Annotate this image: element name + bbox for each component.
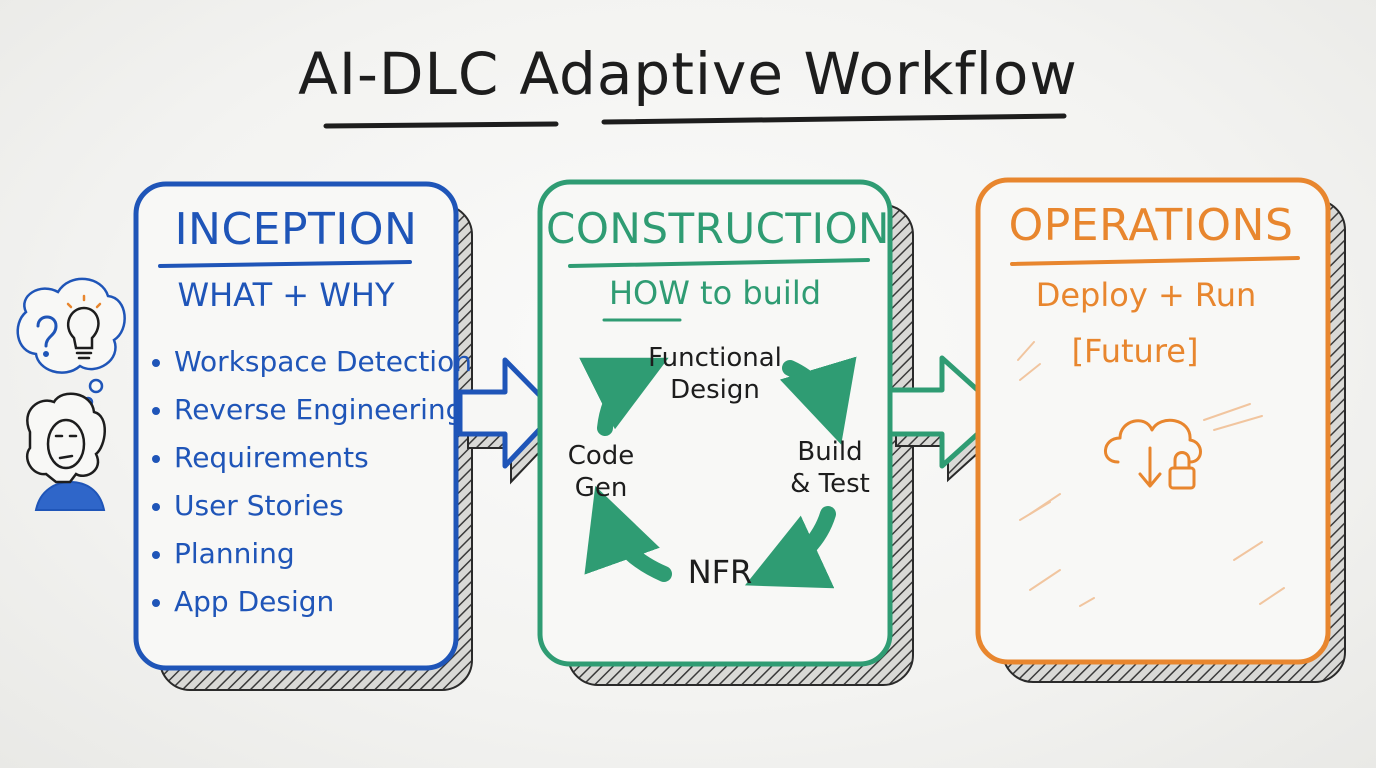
bullet-icon [152,359,160,367]
cycle-step-line: & Test [790,469,870,499]
bullet-icon [152,455,160,463]
bullet-icon [152,599,160,607]
construction-subtitle-emph: HOW [608,274,690,312]
list-item: Workspace Detection [152,338,472,386]
cycle-step-line: Functional [648,343,782,373]
cycle-arrow-bottom-to-left [584,485,672,582]
arrow-inception-to-construction [457,357,559,469]
cycle-step-line: Design [670,375,760,405]
cycle-arrow-right-to-bottom [744,506,836,589]
list-item: Planning [152,530,472,578]
inception-heading: INCEPTION [174,204,418,255]
cycle-step-functional-design: Functional Design [640,342,790,406]
cycle-step-line: Gen [574,473,628,503]
cycle-arrow-top-to-right [779,356,857,445]
list-item-label: Reverse Engineering [174,393,464,426]
question-mark-icon [36,315,58,357]
inception-subtitle: WHAT + WHY [177,276,395,314]
operations-subtitle: Deploy + Run [1035,276,1257,314]
operations-faint-strokes [1017,341,1285,607]
operations-note: [Future] [1071,332,1199,370]
cycle-arrow-left-to-top [579,357,669,436]
list-item: Reverse Engineering [152,386,472,434]
operations-underline [1010,256,1300,266]
cycle-step-build-test: Build & Test [780,436,880,500]
bullet-icon [152,551,160,559]
construction-heading: CONSTRUCTION [546,204,890,253]
title-part-1: AI-DLC [298,40,500,108]
cycle-step-line: Code [567,441,635,471]
list-item-label: App Design [174,585,335,618]
thinking-person-icon [25,392,106,511]
title-underline-right [601,113,1067,125]
bullet-icon [152,503,160,511]
title-part-2: Adaptive Workflow [519,40,1078,108]
arrow-construction-to-operations [885,355,1005,469]
lightbulb-icon [66,294,102,360]
list-item-label: Requirements [174,441,369,474]
construction-box [537,179,893,667]
cycle-step-line: NFR [687,553,753,591]
cycle-step-line: Build [797,437,863,467]
cloud-download-lock-icon [1104,418,1202,490]
cycle-step-code-gen: Code Gen [556,440,646,504]
bullet-icon [152,407,160,415]
construction-subtitle-rest: to build [700,274,822,312]
operations-box [975,177,1331,665]
list-item: Requirements [152,434,472,482]
cycle-arrows [579,356,857,589]
thought-bubble [16,277,126,408]
diagram-title: AI-DLC Adaptive Workflow [0,40,1376,108]
construction-underline [568,258,870,268]
inception-item-list: Workspace Detection Reverse Engineering … [152,338,472,626]
list-item: User Stories [152,482,472,530]
list-item-label: Workspace Detection [174,345,472,378]
inception-box [133,181,459,671]
cycle-step-nfr: NFR [660,556,780,588]
list-item-label: Planning [174,537,295,570]
title-underline-left [323,121,559,129]
construction-subtitle: HOW to build [540,274,890,312]
operations-heading: OPERATIONS [1008,200,1294,251]
inception-underline [158,260,412,268]
list-item: App Design [152,578,472,626]
list-item-label: User Stories [174,489,344,522]
